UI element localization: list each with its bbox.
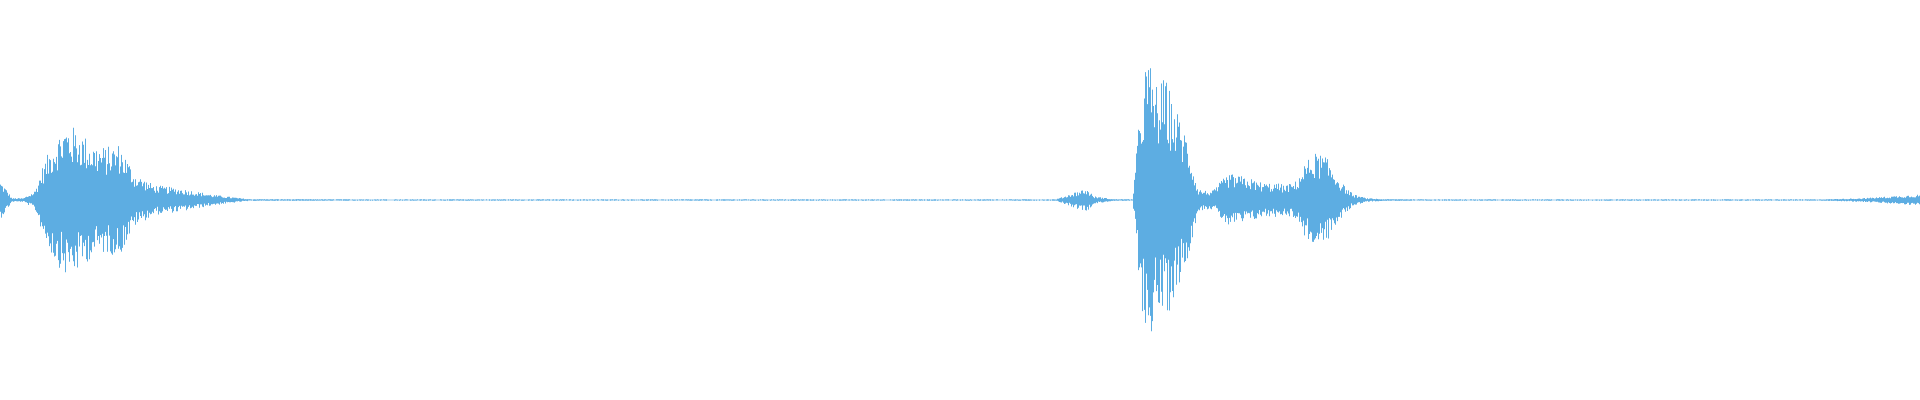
waveform-bars: [0, 68, 1920, 332]
